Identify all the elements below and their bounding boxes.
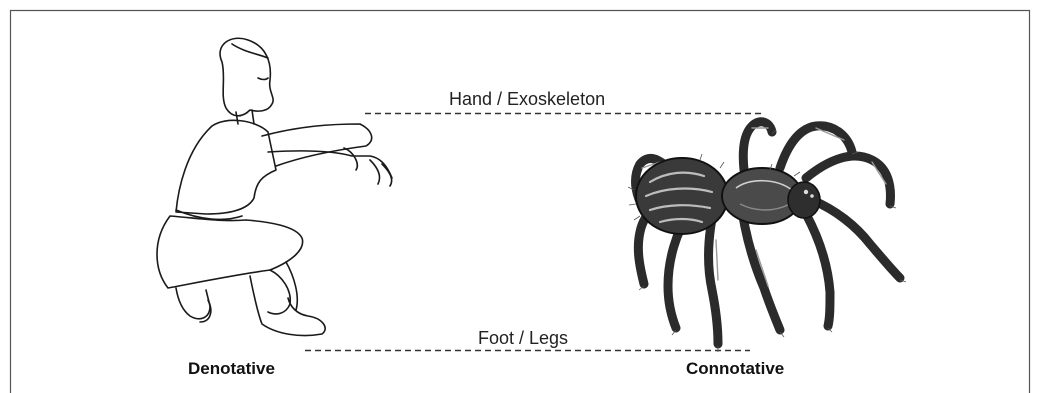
tarantula-icon <box>628 122 906 352</box>
denotative-caption: Denotative <box>188 360 275 377</box>
top-connector-label: Hand / Exoskeleton <box>449 90 605 108</box>
crouching-child-icon <box>157 38 392 335</box>
connotative-caption: Connotative <box>686 360 784 377</box>
bottom-connector-label: Foot / Legs <box>478 329 568 347</box>
